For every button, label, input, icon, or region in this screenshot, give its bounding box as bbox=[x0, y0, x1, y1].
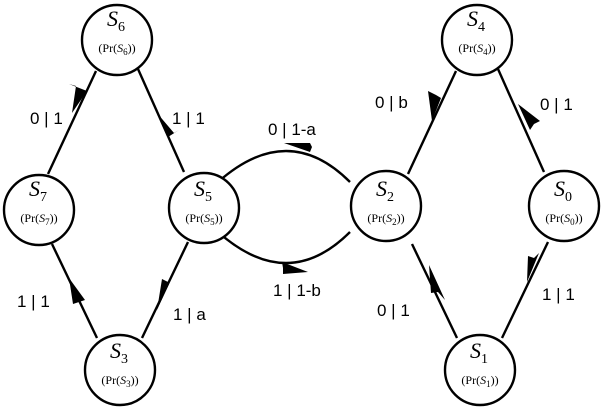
state-circle bbox=[167, 171, 241, 245]
state-node-s0: S0 (Pr(S0)) bbox=[527, 169, 601, 243]
edge-label-s4-s0: 0 | 1 bbox=[540, 95, 573, 114]
edge-label-s3-s7: 1 | 1 bbox=[17, 292, 50, 311]
state-circle bbox=[527, 169, 601, 243]
state-label-s4: S4 bbox=[467, 6, 485, 35]
state-probability-s4: (Pr(S4)) bbox=[458, 41, 495, 57]
edge-s2-s5 bbox=[217, 231, 351, 265]
state-node-s1: S1 (Pr(S1)) bbox=[443, 333, 517, 407]
arrowhead-s7-s6 bbox=[69, 84, 87, 113]
arrowhead-s2-s4 bbox=[428, 91, 441, 121]
state-circle bbox=[80, 3, 154, 77]
state-circle bbox=[2, 173, 76, 247]
state-probability-s5: (Pr(S5)) bbox=[185, 211, 222, 227]
edge-s0-s1 bbox=[500, 241, 550, 339]
arrowhead-s5-s3 bbox=[157, 279, 169, 310]
state-probability-s2: (Pr(S2)) bbox=[367, 211, 404, 227]
state-probability-s0: (Pr(S0)) bbox=[545, 211, 582, 227]
arrowhead-s6-s5 bbox=[157, 113, 179, 137]
state-circle bbox=[440, 3, 514, 77]
arrowhead-s2-s5 bbox=[282, 262, 308, 274]
arrowhead-s4-s0 bbox=[518, 104, 540, 130]
edge-label-s0-s1: 1 | 1 bbox=[542, 285, 575, 304]
edge-label-s6-s5: 1 | 1 bbox=[172, 109, 205, 128]
edge-label-s5-s2: 0 | 1-a bbox=[268, 120, 316, 139]
state-node-s4: S4 (Pr(S4)) bbox=[440, 3, 514, 77]
state-node-s5: S5 (Pr(S5)) bbox=[167, 171, 241, 245]
state-label-s3: S3 bbox=[110, 338, 128, 367]
edge-s5-s2 bbox=[217, 149, 351, 183]
nodes: S6 (Pr(S6)) S7 (Pr(S7)) S5 (Pr(S5)) S3 (… bbox=[2, 3, 601, 407]
edge-label-s2-s4: 0 | b bbox=[375, 93, 408, 112]
arrowhead-s5-s2 bbox=[284, 143, 312, 152]
state-label-s5: S5 bbox=[194, 176, 212, 205]
state-probability-s1: (Pr(S1)) bbox=[461, 373, 498, 389]
state-circle bbox=[83, 333, 157, 407]
edge-label-s7-s6: 0 | 1 bbox=[30, 109, 63, 128]
state-node-s2: S2 (Pr(S2)) bbox=[349, 169, 423, 243]
edge-label-s1-s2: 0 | 1 bbox=[377, 301, 410, 320]
edge-s2-s4 bbox=[406, 70, 458, 175]
state-circle bbox=[349, 169, 423, 243]
arrowhead-s1-s2 bbox=[429, 265, 445, 300]
state-node-s3: S3 (Pr(S3)) bbox=[83, 333, 157, 407]
state-probability-s3: (Pr(S3)) bbox=[101, 373, 138, 389]
arrowhead-s0-s1 bbox=[527, 253, 539, 282]
arrowhead-s3-s7 bbox=[69, 278, 85, 304]
state-label-s6: S6 bbox=[107, 6, 125, 35]
state-node-s6: S6 (Pr(S6)) bbox=[80, 3, 154, 77]
edge-label-s2-s5: 1 | 1-b bbox=[273, 281, 321, 300]
edge-s7-s6 bbox=[46, 70, 98, 175]
state-probability-s7: (Pr(S7)) bbox=[20, 211, 57, 227]
state-label-s1: S1 bbox=[470, 338, 488, 367]
edge-s4-s0 bbox=[496, 68, 546, 173]
edge-label-s5-s3: 1 | a bbox=[173, 305, 206, 324]
state-label-s7: S7 bbox=[29, 176, 47, 205]
state-node-s7: S7 (Pr(S7)) bbox=[2, 173, 76, 247]
edge-labels: 0 | 1 1 | 1 1 | a 1 | 1 0 | 1-a 1 | 1-b … bbox=[17, 93, 575, 324]
state-label-s0: S0 bbox=[554, 176, 572, 205]
state-label-s2: S2 bbox=[376, 176, 394, 205]
state-probability-s6: (Pr(S6)) bbox=[98, 41, 135, 57]
state-circle bbox=[443, 333, 517, 407]
edges bbox=[46, 68, 550, 339]
